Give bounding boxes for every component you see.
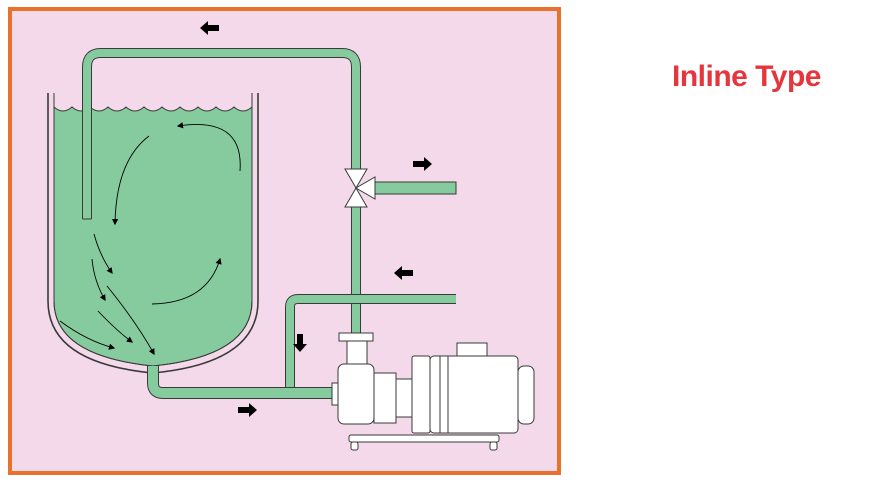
circulation-arrow-icon xyxy=(59,320,116,350)
mixing-tank xyxy=(47,93,259,374)
circulation-arrow-icon xyxy=(97,310,134,343)
pump-shaft-housing xyxy=(395,378,413,418)
diagram-frame xyxy=(8,7,561,475)
flow-arrows xyxy=(200,21,432,417)
page-heading: Inline Type xyxy=(672,60,821,93)
inline-mixer-pump-icon xyxy=(331,332,535,451)
circulation-arrow-icon xyxy=(176,122,241,172)
three-way-valve-icon xyxy=(344,168,376,208)
return-pipe xyxy=(82,48,361,220)
pump-base-frame xyxy=(348,434,500,443)
flow-arrow-down-icon xyxy=(293,334,307,352)
motor-terminal-box xyxy=(456,342,488,357)
inlet-pipe xyxy=(285,294,456,389)
pump-inlet-nozzle xyxy=(346,340,368,366)
flow-arrow-left-icon xyxy=(394,266,413,280)
circulation-arrow-icon xyxy=(91,258,106,302)
pump-side-flange xyxy=(331,382,339,406)
circulation-arrow-icon xyxy=(106,285,155,356)
pump-adapter xyxy=(373,372,397,424)
flow-arrow-left-icon xyxy=(200,21,219,35)
suction-pipe xyxy=(147,366,340,399)
motor-body xyxy=(429,355,519,434)
pump-flange-ring xyxy=(411,355,431,434)
pump-top-flange xyxy=(338,332,374,342)
circulation-arrow-icon xyxy=(93,233,113,275)
circulation-arrow-icon xyxy=(111,135,150,226)
flow-arrow-right-icon xyxy=(238,403,257,417)
flow-arrow-right-icon xyxy=(413,157,432,171)
pump-housing xyxy=(337,363,375,425)
circulation-arrow-icon xyxy=(151,257,222,305)
motor-end-cap xyxy=(517,365,535,425)
circulation-arrows xyxy=(59,122,241,356)
outlet-pipe xyxy=(367,181,457,195)
